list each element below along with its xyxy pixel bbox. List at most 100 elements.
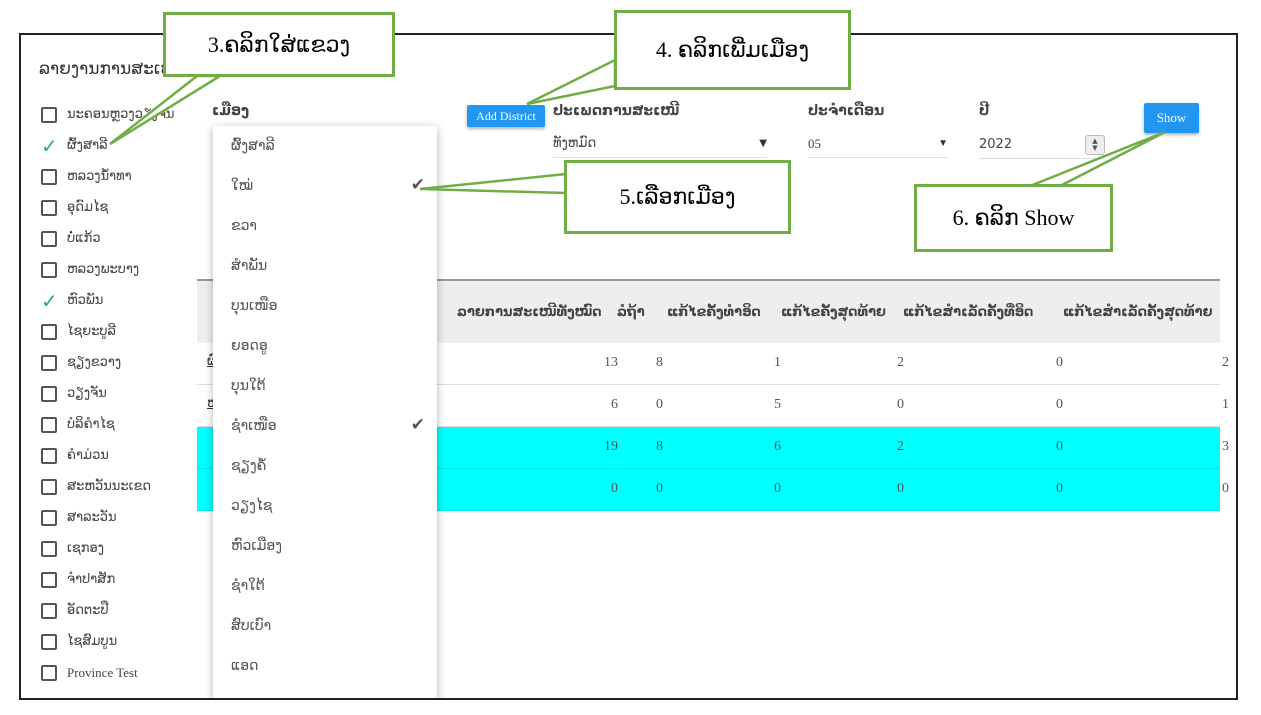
table-cell: 0 [897, 397, 904, 412]
province-item[interactable]: ໄຊສົມບູນ [41, 626, 211, 657]
province-checkbox[interactable] [41, 106, 57, 123]
header-first-edit: ແກ້ໄຂຄັ້ງທໍາອິດ [667, 304, 761, 320]
province-checkbox[interactable] [41, 168, 57, 185]
spinner-icon[interactable]: ▲▼ [1085, 134, 1105, 155]
province-checkbox[interactable] [41, 447, 57, 464]
district-option[interactable]: ຍອດອູ [213, 326, 437, 366]
province-item[interactable]: ຫລວງພະບາງ [41, 254, 211, 285]
district-option[interactable]: ຊຳເໜືອ✔ [213, 406, 437, 446]
district-option-label: ໃໝ່ [231, 178, 254, 194]
province-checkbox[interactable] [41, 478, 57, 495]
province-checkbox[interactable] [41, 664, 57, 681]
province-label: ບໍລິຄໍາໄຊ [67, 417, 115, 432]
province-checkbox[interactable] [41, 633, 57, 650]
province-item[interactable]: ຄໍາມ່ວນ [41, 440, 211, 471]
header-total: ລາຍການສະເໜີທັງໝົດ [457, 304, 602, 320]
caret-down-icon: ▼ [938, 138, 948, 149]
province-label: ໄຊຍະບູລີ [67, 324, 116, 339]
type-select[interactable]: ທັງຫມົດ ▼ [553, 130, 767, 158]
district-option[interactable]: ຂວາ [213, 206, 437, 246]
add-district-button[interactable]: Add District [467, 105, 545, 127]
province-item[interactable]: ສະຫວັນນະເຂດ [41, 471, 211, 502]
province-item[interactable]: ຫລວງນ້ຳທາ [41, 161, 211, 192]
province-label: ຊຽງຂວາງ [67, 355, 122, 370]
table-row: ຫ605001 [197, 385, 1229, 427]
annotation-step4: 4. ຄລິກເພີ່ມເມືອງ [614, 10, 851, 90]
table-cell: 19 [604, 439, 618, 454]
table-cell: 0 [774, 481, 781, 496]
district-option[interactable]: ຫົວເມືອງ [213, 526, 437, 566]
table-cell: 0 [1056, 355, 1063, 370]
table-cell: 2 [897, 355, 904, 370]
province-checkbox[interactable] [41, 509, 57, 526]
annotation-step6: 6. ຄລິກ Show [914, 184, 1113, 252]
province-checkbox[interactable] [41, 261, 57, 278]
district-option[interactable]: ແອດ [213, 646, 437, 686]
province-item[interactable]: ✓ ຫົວພັນ [41, 285, 211, 316]
table-cell: 0 [1056, 439, 1063, 454]
table-cell: 13 [604, 355, 618, 370]
district-option[interactable]: ຜົ້ງສາລີ [213, 126, 437, 166]
province-checkbox[interactable] [41, 540, 57, 557]
province-item[interactable]: ວຽງຈັນ [41, 378, 211, 409]
province-label: ອັດຕະປື [67, 603, 109, 618]
header-last-done: ແກ້ໄຂສໍາເລັດຄັ້ງສຸດທ້າຍ [1063, 304, 1213, 320]
check-icon[interactable]: ✓ [41, 133, 58, 158]
district-option[interactable]: ບຸນໃຕ້ [213, 366, 437, 406]
table-cell: 6 [611, 397, 618, 412]
province-checkbox[interactable] [41, 354, 57, 371]
district-option[interactable]: ວຽງໄຊ [213, 486, 437, 526]
district-option-label: ບຸນໃຕ້ [231, 378, 266, 394]
province-item[interactable]: ຊຽງຂວາງ [41, 347, 211, 378]
row-name-link[interactable]: ຜົ [207, 354, 217, 369]
province-checkbox[interactable] [41, 416, 57, 433]
row-name-link[interactable]: ຫ [207, 396, 218, 411]
province-label: ວຽງຈັນ [67, 386, 107, 401]
province-checkbox[interactable] [41, 230, 57, 247]
district-option-label: ຊຳໃຕ້ [231, 578, 265, 594]
province-checkbox[interactable] [41, 323, 57, 340]
district-option[interactable]: ສົບເບົາ [213, 606, 437, 646]
district-option[interactable]: ຊຳໃຕ້ [213, 566, 437, 606]
district-option[interactable]: ບຸນເໜືອ [213, 286, 437, 326]
district-option-label: ຜົ້ງສາລີ [231, 138, 275, 154]
province-label: ສາລະວັນ [67, 510, 117, 525]
district-option-label: ຍອດອູ [231, 338, 268, 354]
province-item[interactable]: ບໍ່ແກ້ວ [41, 223, 211, 254]
table-cell: 0 [656, 397, 663, 412]
annotation-step3: 3.ຄລິກໃສ່ແຂວງ [163, 12, 395, 77]
province-item[interactable]: ໄຊຍະບູລີ [41, 316, 211, 347]
province-label: ຫລວງນ້ຳທາ [67, 169, 132, 184]
province-item[interactable]: ບໍລິຄໍາໄຊ [41, 409, 211, 440]
annotation-step5: 5.ເລືອກເມືອງ [564, 160, 791, 234]
province-item[interactable]: ສາລະວັນ [41, 502, 211, 533]
district-option-label: ແອດ [231, 658, 259, 674]
province-item[interactable]: ✓ຜົ້ງສາລີ [41, 130, 211, 161]
month-select[interactable]: 05 ▼ [808, 130, 948, 158]
table-cell: 0 [1222, 481, 1229, 496]
province-label: ສະຫວັນນະເຂດ [67, 479, 152, 494]
show-button[interactable]: Show [1144, 103, 1199, 133]
table-cell: 8 [656, 355, 663, 370]
table-cell: 0 [897, 481, 904, 496]
province-item[interactable]: ເຊກອງ [41, 533, 211, 564]
table-cell: 0 [1056, 481, 1063, 496]
province-label: ບໍ່ແກ້ວ [67, 231, 101, 246]
province-checkbox[interactable] [41, 602, 57, 619]
year-input[interactable]: 2022 ▲▼ [979, 131, 1105, 159]
province-checkbox[interactable] [41, 385, 57, 402]
district-option[interactable]: ສຳພັນ [213, 246, 437, 286]
check-icon[interactable]: ✓ [41, 288, 58, 313]
province-checkbox[interactable] [41, 199, 57, 216]
province-item[interactable]: ຈໍາປາສັກ [41, 564, 211, 595]
province-checkbox[interactable] [41, 571, 57, 588]
province-item[interactable]: ອັດຕະປື [41, 595, 211, 626]
province-label: ຫົວພັນ [67, 293, 104, 308]
district-option[interactable]: ຊຽງຄໍ້ [213, 446, 437, 486]
table-cell: 1 [1222, 397, 1229, 412]
province-item[interactable]: ອຸດົມໄຊ [41, 192, 211, 223]
province-item[interactable]: Province Test [41, 657, 211, 688]
district-dropdown[interactable]: ຜົ້ງສາລີໃໝ່✔ຂວາສຳພັນບຸນເໜືອຍອດອູບຸນໃຕ້ຊຳ… [213, 126, 437, 698]
